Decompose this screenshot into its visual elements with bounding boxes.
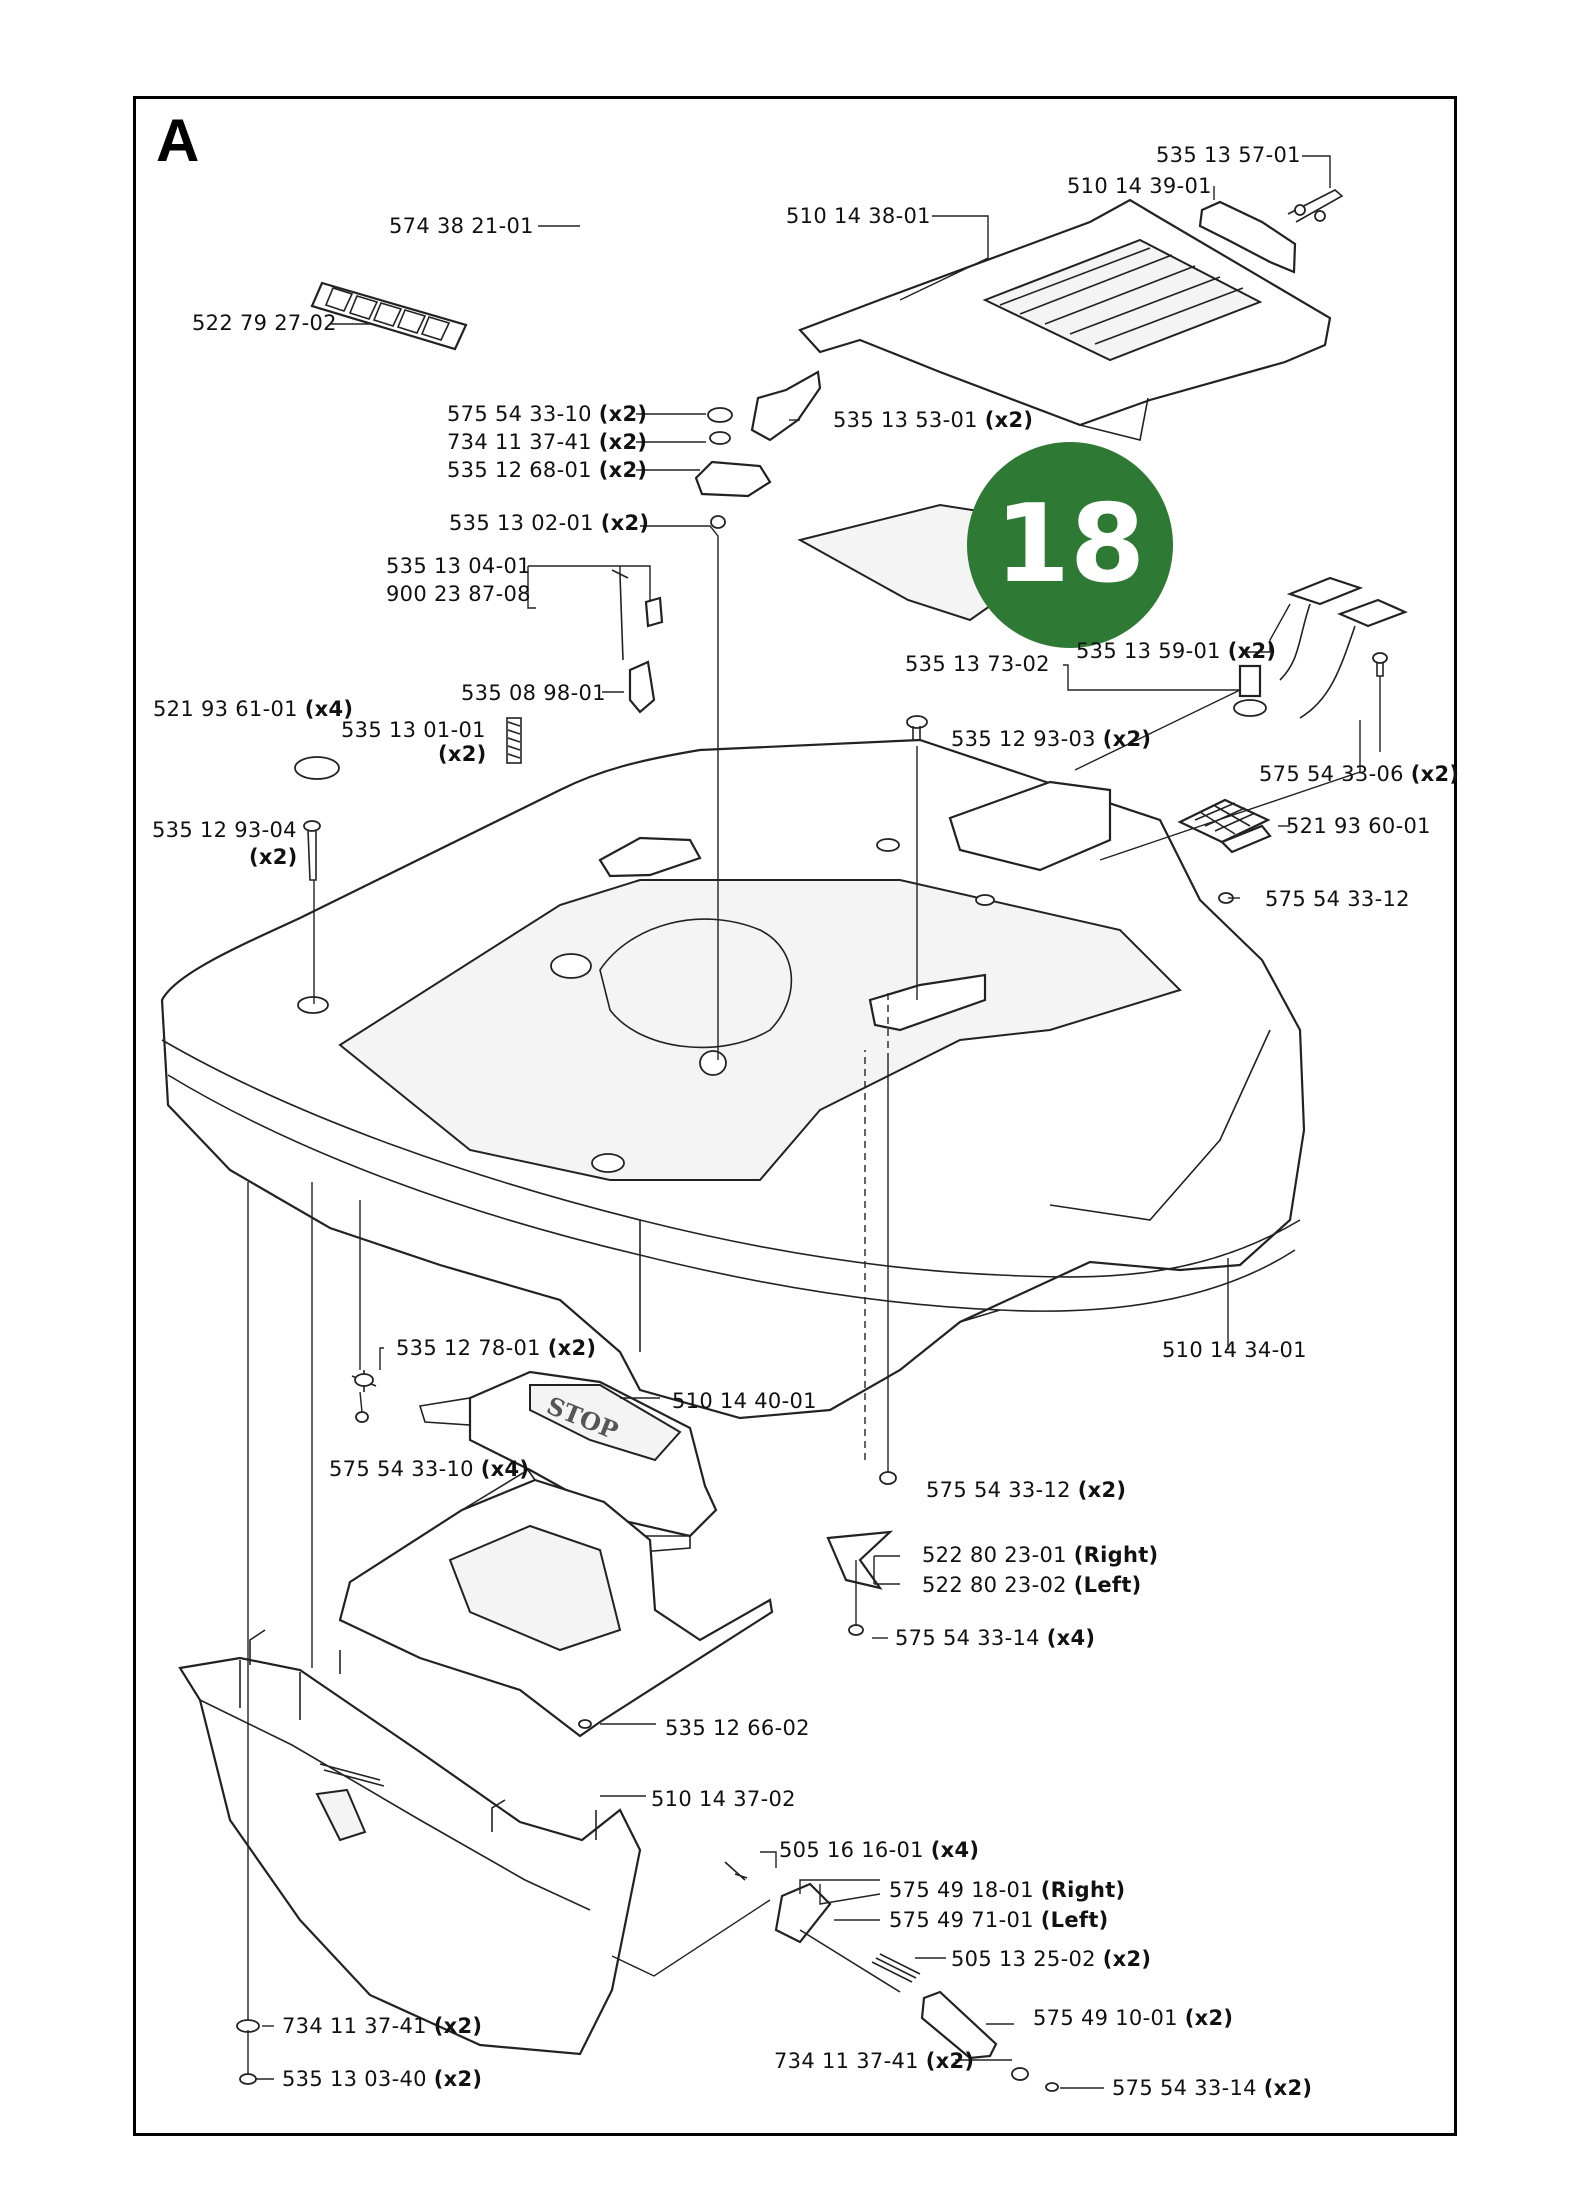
part-label: 575 54 33-14 (x4) <box>895 1626 1096 1650</box>
clip-535-08-98-01 <box>628 660 656 714</box>
diagram-frame <box>133 96 1457 2136</box>
screw-575-54-33-12-mid <box>879 1471 897 1485</box>
page-number-badge: 18 <box>967 442 1173 648</box>
part-label: 535 13 59-01 (x2) <box>1076 639 1277 663</box>
washer-734-11-37-41-right <box>1011 2067 1029 2081</box>
sensor-brackets <box>1233 576 1408 719</box>
section-letter: A <box>156 107 200 174</box>
main-chassis-body <box>160 738 1306 1420</box>
leader-lines <box>247 155 1381 2089</box>
part-label: 521 93 60-01 <box>1286 814 1431 838</box>
wheel-motor-575-49-10-01 <box>920 1990 998 2060</box>
part-label: 535 12 93-04 <box>152 818 297 842</box>
part-label: 510 14 39-01 <box>1067 174 1212 198</box>
spring-535-13-01-01 <box>506 717 522 764</box>
part-label: 734 11 37-41 (x2) <box>447 430 648 454</box>
part-label: 535 13 01-01 <box>341 718 486 742</box>
part-label: 575 54 33-06 (x2) <box>1259 762 1460 786</box>
bracket-535-12-68-01 <box>694 460 772 498</box>
part-label: 575 54 33-12 <box>1265 887 1410 911</box>
lid-handle <box>1198 200 1297 274</box>
part-label: 574 38 21-01 <box>389 214 534 238</box>
screw-575-54-33-14-mid <box>848 1624 864 1636</box>
part-label: 535 13 02-01 (x2) <box>449 511 650 535</box>
part-label: 505 16 16-01 (x4) <box>779 1838 980 1862</box>
fastener-535-12-78-01 <box>351 1370 377 1392</box>
screw-575-54-33-06 <box>1372 652 1388 664</box>
part-label: 575 54 33-14 (x2) <box>1112 2076 1313 2100</box>
part-label: 521 93 61-01 (x4) <box>153 697 354 721</box>
warning-decal-sticker <box>310 281 468 351</box>
screw-575-54-33-14-bottom <box>1045 2082 1059 2092</box>
mount-522-80-23 <box>826 1530 894 1590</box>
screw-575-54-33-10 <box>707 407 733 423</box>
screw-535-12-93-03 <box>906 715 928 746</box>
part-label: 575 54 33-12 (x2) <box>926 1478 1127 1502</box>
part-label: 535 13 53-01 (x2) <box>833 408 1034 432</box>
part-label: 535 08 98-01 <box>461 681 606 705</box>
part-label: 535 13 73-02 <box>905 652 1050 676</box>
spring-535-13-02-01 <box>710 515 726 529</box>
part-label: 535 13 03-40 (x2) <box>282 2067 483 2091</box>
screw-575-54-33-10-bottom <box>355 1411 369 1423</box>
cap-521-93-61-01 <box>294 756 340 780</box>
part-label: 575 54 33-10 (x4) <box>329 1457 530 1481</box>
stop-button-assembly: STOP <box>418 1370 718 1553</box>
part-label: 510 14 37-02 <box>651 1787 796 1811</box>
part-label: 510 14 40-01 <box>672 1389 817 1413</box>
part-label: 575 49 18-01 (Right) <box>889 1878 1126 1902</box>
part-label: 535 12 68-01 (x2) <box>447 458 648 482</box>
screw-535-13-03-40 <box>239 2073 257 2085</box>
part-label: 535 13 57-01 <box>1156 143 1301 167</box>
part-label: 575 49 10-01 (x2) <box>1033 2006 1234 2030</box>
part-label: (x2) <box>249 845 298 869</box>
keypad-521-93-60-01 <box>1177 798 1272 854</box>
part-label: 575 49 71-01 (Left) <box>889 1908 1109 1932</box>
part-label: 575 54 33-10 (x2) <box>447 402 648 426</box>
hinge-bracket <box>750 370 822 442</box>
cable-tie <box>611 569 629 661</box>
part-label: (x2) <box>438 742 487 766</box>
part-label: 734 11 37-41 (x2) <box>774 2049 975 2073</box>
bumper-cover-535-12-66-02 <box>338 1468 774 1738</box>
part-label: 522 80 23-02 (Left) <box>922 1573 1142 1597</box>
part-label: 510 14 34-01 <box>1162 1338 1307 1362</box>
washer-734-11-37-41 <box>709 431 731 445</box>
part-label: 734 11 37-41 (x2) <box>282 2014 483 2038</box>
cable-clip <box>644 596 664 628</box>
spring-clip <box>1287 189 1344 223</box>
page-number: 18 <box>994 482 1146 607</box>
wheel-axle-parts <box>724 1861 1059 2092</box>
part-label: 510 14 38-01 <box>786 204 931 228</box>
part-label: 522 80 23-01 (Right) <box>922 1543 1159 1567</box>
part-label: 535 13 04-01 <box>386 554 531 578</box>
front-bumper-510-14-37-02 <box>178 1629 642 2056</box>
part-label: 535 12 78-01 (x2) <box>396 1336 597 1360</box>
part-label: 522 79 27-02 <box>192 311 337 335</box>
screw-535-12-93-04 <box>303 820 321 881</box>
axle-575-49-18-01 <box>774 1882 832 1944</box>
top-hatch-cover <box>798 198 1332 441</box>
part-label: 505 13 25-02 (x2) <box>951 1947 1152 1971</box>
part-label: 900 23 87-08 <box>386 582 531 606</box>
part-label: 535 12 93-03 (x2) <box>951 727 1152 751</box>
part-label: 535 12 66-02 <box>665 1716 810 1740</box>
